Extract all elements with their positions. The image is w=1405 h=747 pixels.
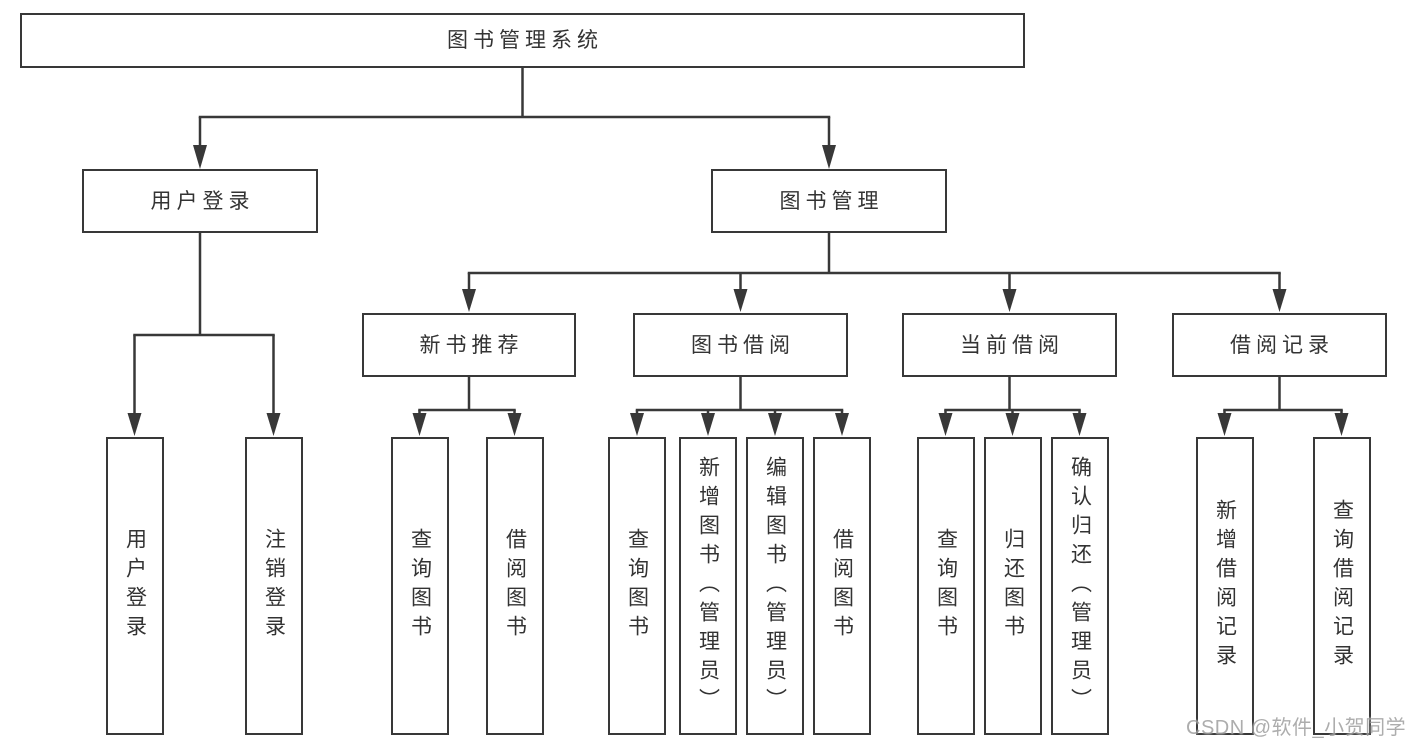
node-borrow-records-label: 借阅记录	[1230, 333, 1334, 357]
leaf-confirm-return-admin: 确认归还（管理员）	[1051, 437, 1109, 735]
leaf-add-books-admin-label: 新增图书（管理员）	[696, 455, 720, 717]
node-new-book-recommend-label: 新书推荐	[419, 333, 524, 357]
leaf-add-books-admin: 新增图书（管理员）	[679, 437, 737, 735]
node-user-login-label: 用户登录	[150, 189, 255, 213]
node-borrow-records: 借阅记录	[1172, 313, 1387, 377]
leaf-user-login: 用户登录	[106, 437, 164, 735]
leaf-borrow-query-books: 查询图书	[608, 437, 666, 735]
node-book-management-label: 图书管理	[779, 189, 884, 213]
leaf-return-books: 归还图书	[984, 437, 1042, 735]
leaf-confirm-return-admin-label: 确认归还（管理员）	[1068, 455, 1092, 717]
leaf-return-books-label: 归还图书	[1001, 528, 1025, 644]
leaf-borrow-books-label: 借阅图书	[830, 528, 854, 644]
node-library-system: 图书管理系统	[20, 13, 1025, 68]
node-new-book-recommend: 新书推荐	[362, 313, 576, 377]
node-book-management: 图书管理	[711, 169, 947, 233]
node-book-borrow-label: 图书借阅	[691, 333, 795, 357]
leaf-logout-label: 注销登录	[262, 528, 286, 644]
leaf-edit-books-admin: 编辑图书（管理员）	[746, 437, 804, 735]
leaf-add-borrow-record-label: 新增借阅记录	[1213, 499, 1237, 673]
watermark: CSDN @软件_小贺同学	[1186, 717, 1405, 739]
node-current-borrow: 当前借阅	[902, 313, 1117, 377]
leaf-borrow-books: 借阅图书	[813, 437, 871, 735]
leaf-user-login-label: 用户登录	[123, 528, 147, 644]
node-user-login: 用户登录	[82, 169, 318, 233]
leaf-current-query-books: 查询图书	[917, 437, 975, 735]
leaf-recommend-query-books-label: 查询图书	[408, 528, 432, 644]
leaf-borrow-query-books-label: 查询图书	[625, 528, 649, 644]
leaf-query-borrow-record: 查询借阅记录	[1313, 437, 1371, 735]
leaf-recommend-borrow-books-label: 借阅图书	[503, 528, 527, 644]
leaf-edit-books-admin-label: 编辑图书（管理员）	[763, 455, 787, 717]
leaf-add-borrow-record: 新增借阅记录	[1196, 437, 1254, 735]
node-current-borrow-label: 当前借阅	[960, 333, 1064, 357]
leaf-logout: 注销登录	[245, 437, 303, 735]
leaf-recommend-borrow-books: 借阅图书	[486, 437, 544, 735]
leaf-query-borrow-record-label: 查询借阅记录	[1330, 499, 1354, 673]
leaf-current-query-books-label: 查询图书	[934, 528, 958, 644]
leaf-recommend-query-books: 查询图书	[391, 437, 449, 735]
node-book-borrow: 图书借阅	[633, 313, 848, 377]
node-library-system-label: 图书管理系统	[447, 29, 603, 52]
